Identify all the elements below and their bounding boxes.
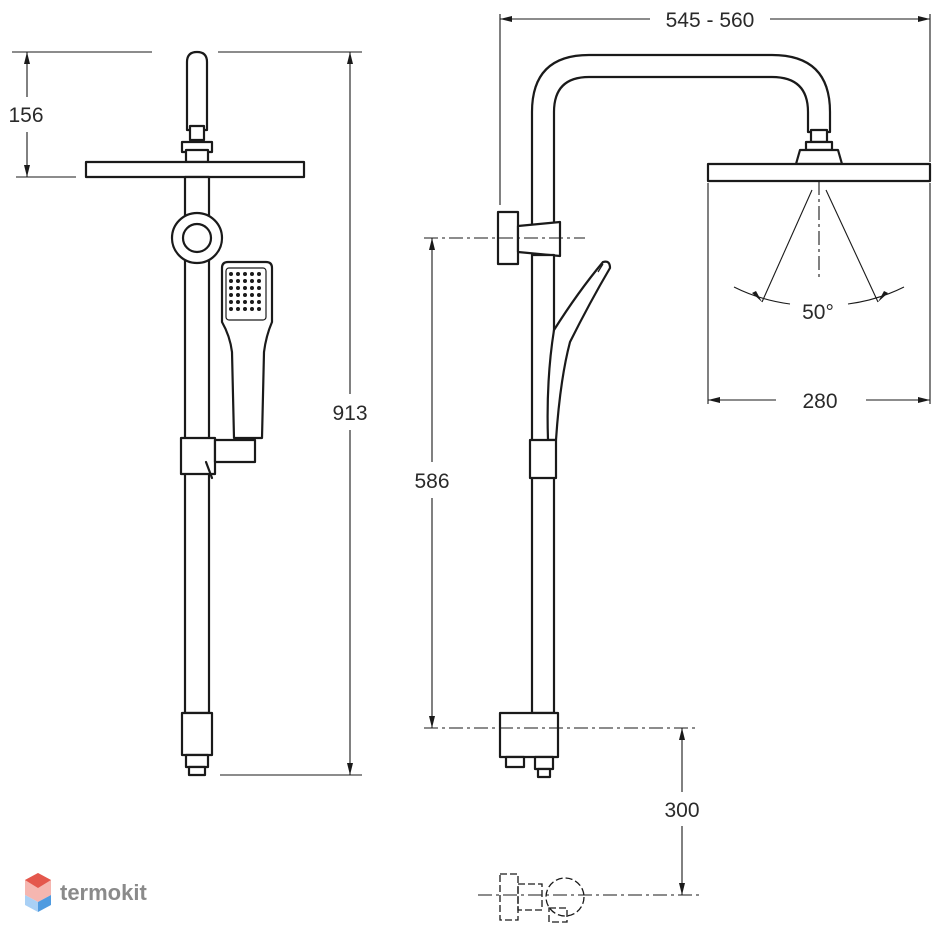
side-lower-nut-right — [533, 755, 555, 771]
brand-name: termokit — [60, 880, 147, 905]
wall-outlet — [499, 873, 585, 923]
front-holder-ring-inner — [181, 222, 213, 254]
termokit-logo — [25, 873, 51, 912]
side-spray-face-edge — [597, 263, 604, 273]
front-hose-stub — [204, 460, 214, 480]
front-hose-connector — [213, 438, 257, 464]
side-head-joint-ring — [804, 140, 834, 152]
side-shower-arm — [530, 53, 832, 229]
spray-angle-indicator — [733, 181, 905, 305]
front-lower-tip — [187, 765, 207, 777]
front-lower-sleeve — [180, 711, 214, 757]
side-slider — [528, 438, 558, 480]
side-view — [496, 53, 932, 779]
front-view — [84, 50, 306, 777]
front-dimensions — [12, 51, 362, 776]
side-head-joint — [809, 128, 829, 144]
bracket-height-dimension — [424, 237, 698, 729]
side-lower-nut-left — [504, 755, 526, 769]
side-rain-head — [706, 162, 932, 183]
dim-total-height: 913 — [332, 402, 367, 425]
dim-bracket-height: 586 — [414, 470, 449, 493]
dim-arm-reach: 545 - 560 — [666, 9, 755, 32]
side-main-pipe — [530, 253, 556, 715]
outlet-height-dimension — [478, 728, 702, 896]
front-lower-nut — [184, 753, 210, 769]
front-spray-face — [225, 267, 267, 321]
side-hand-shower — [546, 260, 612, 442]
dim-outlet-height: 300 — [664, 799, 699, 822]
head-width-dimension — [707, 183, 931, 404]
front-head-connector-base — [184, 148, 210, 164]
dim-spray-angle: 50° — [802, 301, 834, 324]
front-head-joint — [188, 124, 206, 142]
side-lower-body — [498, 711, 560, 759]
side-head-connector — [794, 148, 844, 166]
front-hand-shower — [220, 260, 274, 440]
front-rain-head — [84, 160, 306, 179]
front-overhead-rod — [185, 50, 209, 132]
side-bracket-arm — [516, 220, 562, 258]
dim-head-width: 280 — [802, 390, 837, 413]
arm-reach-dimension — [499, 14, 931, 205]
side-lower-tip — [536, 767, 552, 779]
front-spray-nozzles — [229, 272, 261, 311]
dim-header-height: 156 — [8, 104, 43, 127]
front-slider — [179, 436, 217, 476]
